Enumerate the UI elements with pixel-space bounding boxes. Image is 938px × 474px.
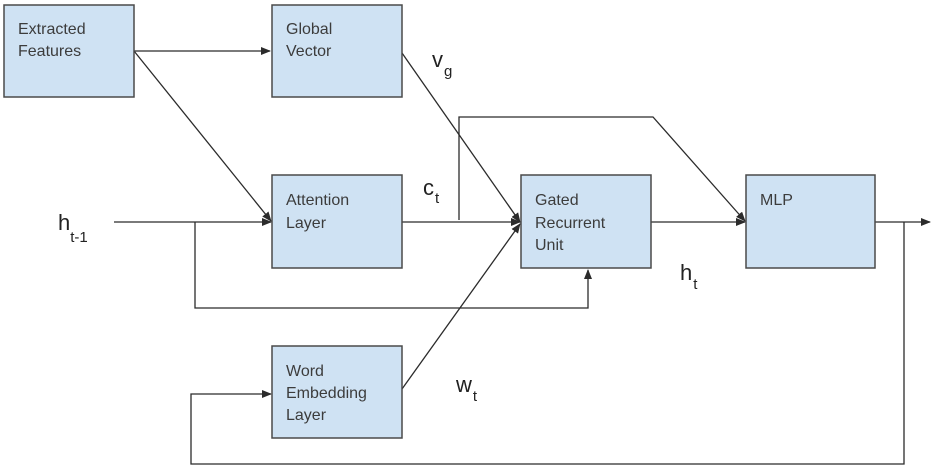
- node-label-line: Unit: [535, 237, 564, 254]
- node-label-line: Gated: [535, 192, 579, 209]
- node-label-line: Layer: [286, 407, 327, 424]
- edge-hprev-to-gru: [194, 222, 592, 309]
- node-label-line: Vector: [286, 43, 332, 60]
- node-label-line: Recurrent: [535, 215, 606, 232]
- node-mlp: MLP: [745, 174, 876, 269]
- edge-global-vector-to-gru: [401, 52, 521, 223]
- edge-features-to-attention: [133, 50, 272, 222]
- label-v-g: vg: [432, 47, 452, 80]
- node-label-line: Word: [286, 363, 324, 380]
- node-label-line: Layer: [286, 215, 327, 232]
- node-label-line: Global: [286, 21, 332, 38]
- node-label-line: MLP: [760, 192, 793, 209]
- edges: [114, 47, 931, 465]
- label-h-t: ht: [680, 260, 698, 293]
- node-extracted-features: Extracted Features: [3, 4, 135, 98]
- node-attention-layer: Attention Layer: [271, 174, 403, 269]
- edge-attention-to-mlp: [458, 116, 746, 222]
- label-h-prev: ht-1: [58, 210, 88, 246]
- label-c-t: ct: [423, 175, 440, 207]
- node-label-line: Features: [18, 43, 81, 60]
- edge-word-embedding-to-gru: [401, 223, 521, 390]
- node-gated-recurrent-unit: Gated Recurrent Unit: [520, 174, 652, 269]
- node-global-vector: Global Vector: [271, 4, 403, 98]
- edge-mlp-feedback-to-word-embedding: [190, 222, 905, 465]
- node-label-line: Attention: [286, 192, 349, 209]
- node-label-line: Embedding: [286, 385, 367, 402]
- node-word-embedding-layer: Word Embedding Layer: [271, 345, 403, 439]
- label-w-t: wt: [455, 372, 478, 405]
- node-label-line: Extracted: [18, 21, 86, 38]
